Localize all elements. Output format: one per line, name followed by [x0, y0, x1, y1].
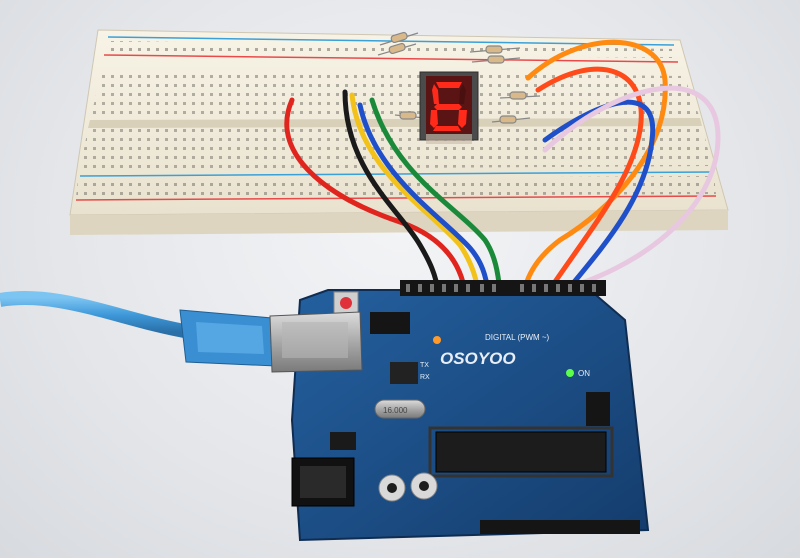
icsp-header [370, 312, 410, 334]
atmega-chip [435, 431, 607, 473]
wire-green [369, 97, 503, 295]
on-label: ON [578, 369, 590, 378]
resistors [377, 31, 541, 124]
crystal-label: 16.000 [383, 406, 408, 415]
wire-black [342, 89, 441, 295]
seven-segment-display [419, 71, 479, 144]
power-led [566, 369, 574, 377]
segment-a [436, 82, 462, 88]
power-header [480, 520, 640, 534]
voltage-regulator [330, 432, 356, 450]
rx-label: RX [420, 374, 430, 381]
segment-e [430, 110, 438, 128]
segment-b [459, 84, 466, 104]
rail-red-top [103, 54, 679, 63]
wire-blue-left [357, 102, 491, 295]
segment-g [434, 104, 462, 110]
arduino-board: OSOYOO DIGITAL (PWM ~) ON TX RX 16.000 [290, 280, 650, 542]
digital-header [400, 280, 606, 296]
usb-chip [390, 362, 418, 384]
rail-red-bottom [75, 195, 717, 201]
icsp-header-2 [586, 392, 610, 426]
segment-f [432, 84, 439, 104]
digital-label: DIGITAL (PWM ~) [485, 333, 550, 342]
usb-cable [0, 290, 363, 373]
wire-red-right [535, 66, 644, 295]
wire-red [284, 97, 468, 295]
digit-6 [430, 82, 467, 131]
segment-d [433, 126, 461, 131]
wire-pink [542, 85, 721, 295]
jumper-wires [284, 39, 721, 295]
reset-button [340, 297, 352, 309]
segment-c [458, 110, 467, 128]
tx-label: TX [420, 362, 429, 369]
wire-yellow [349, 92, 481, 295]
board-brand: OSOYOO [440, 349, 516, 368]
l-led [433, 336, 441, 344]
crystal [374, 399, 426, 419]
